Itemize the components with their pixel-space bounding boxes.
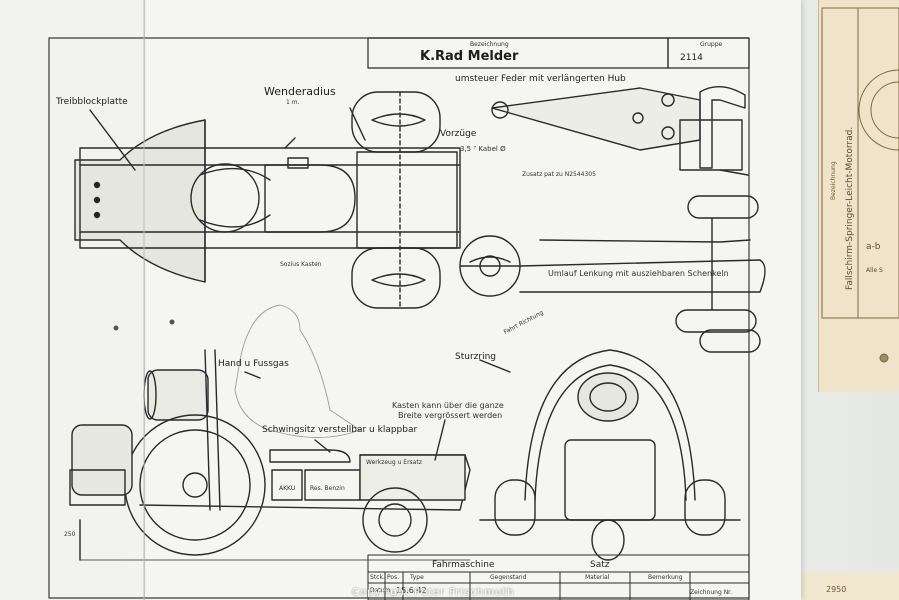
label-zusatz: Zusatz pat zu N2544305 <box>522 171 596 178</box>
label-sturzring: Sturzring <box>455 352 496 362</box>
label-hand-fussgas: Hand u Fussgas <box>218 359 289 369</box>
table-header: Stck. <box>370 574 385 581</box>
table-header: Bemerkung <box>648 574 683 581</box>
side-document-number: 2950 <box>826 585 847 594</box>
label-treibblockplatte: Treibblockplatte <box>56 97 128 107</box>
group-value: 2114 <box>680 53 703 63</box>
side-view <box>69 304 471 561</box>
label-wenderadius-unit: 1 m. <box>286 99 300 106</box>
spring-detail <box>491 86 749 176</box>
parts-table <box>367 554 750 600</box>
label-kasten-note-2: Breite vergrössert werden <box>398 411 503 420</box>
watermark: Copyright Peter Frischmuth <box>352 587 515 598</box>
table-header: Gegenstand <box>490 574 527 581</box>
front-view <box>479 349 741 561</box>
label-umlauf-lenkung: Umlauf Lenkung mit ausziehbaren Schenkel… <box>548 269 729 278</box>
side-document-label: Bezeichnung <box>830 161 837 200</box>
label-umsteuer-feder: umsteuer Feder mit verlängerten Hub <box>455 74 626 84</box>
datum-value: 15.6.42 <box>396 586 427 595</box>
label-res-benzin: Res. Benzin <box>310 485 345 492</box>
label-dimension: 250 <box>64 531 76 538</box>
table-header: Type <box>410 574 424 581</box>
side-document-vertical-text: Fallschirm-Springer-Leicht-Motorrad. <box>845 126 855 290</box>
side-document-lines <box>821 7 899 363</box>
group-label: Gruppe <box>700 41 723 48</box>
table-value: Satz <box>590 560 610 570</box>
label-kabel: 3,5 ⁷ Kabel Ø <box>460 145 506 153</box>
drawing-title: K.Rad Melder <box>420 49 519 64</box>
label-kasten-note-1: Kasten kann über die ganze <box>392 401 504 410</box>
side-document-text-2: Alle S <box>866 267 883 274</box>
side-document-bottom <box>786 572 899 600</box>
steering-detail <box>459 195 766 353</box>
datum-label: Datum <box>370 587 391 594</box>
label-wenderadius: Wenderadius <box>264 85 336 98</box>
label-schwingsitz: Schwingsitz verstellbar u klappbar <box>262 425 418 435</box>
table-header: Material <box>585 574 610 581</box>
label-sozius-kasten: Sozius Kasten <box>280 261 322 268</box>
label-werkzeug: Werkzeug u Ersatz <box>366 459 422 466</box>
title-block <box>367 37 750 69</box>
table-header: Pos. <box>387 574 400 581</box>
title-field-label: Bezeichnung <box>470 41 509 48</box>
label-vorzuege: Vorzüge <box>440 129 477 139</box>
label-akku: AKKU <box>279 485 296 492</box>
table-name: Fahrmaschine <box>432 560 495 570</box>
zeichnung-label: Zeichnung Nr. <box>690 589 733 596</box>
side-document-text-1: a-b <box>866 242 881 252</box>
plan-view <box>74 91 461 309</box>
